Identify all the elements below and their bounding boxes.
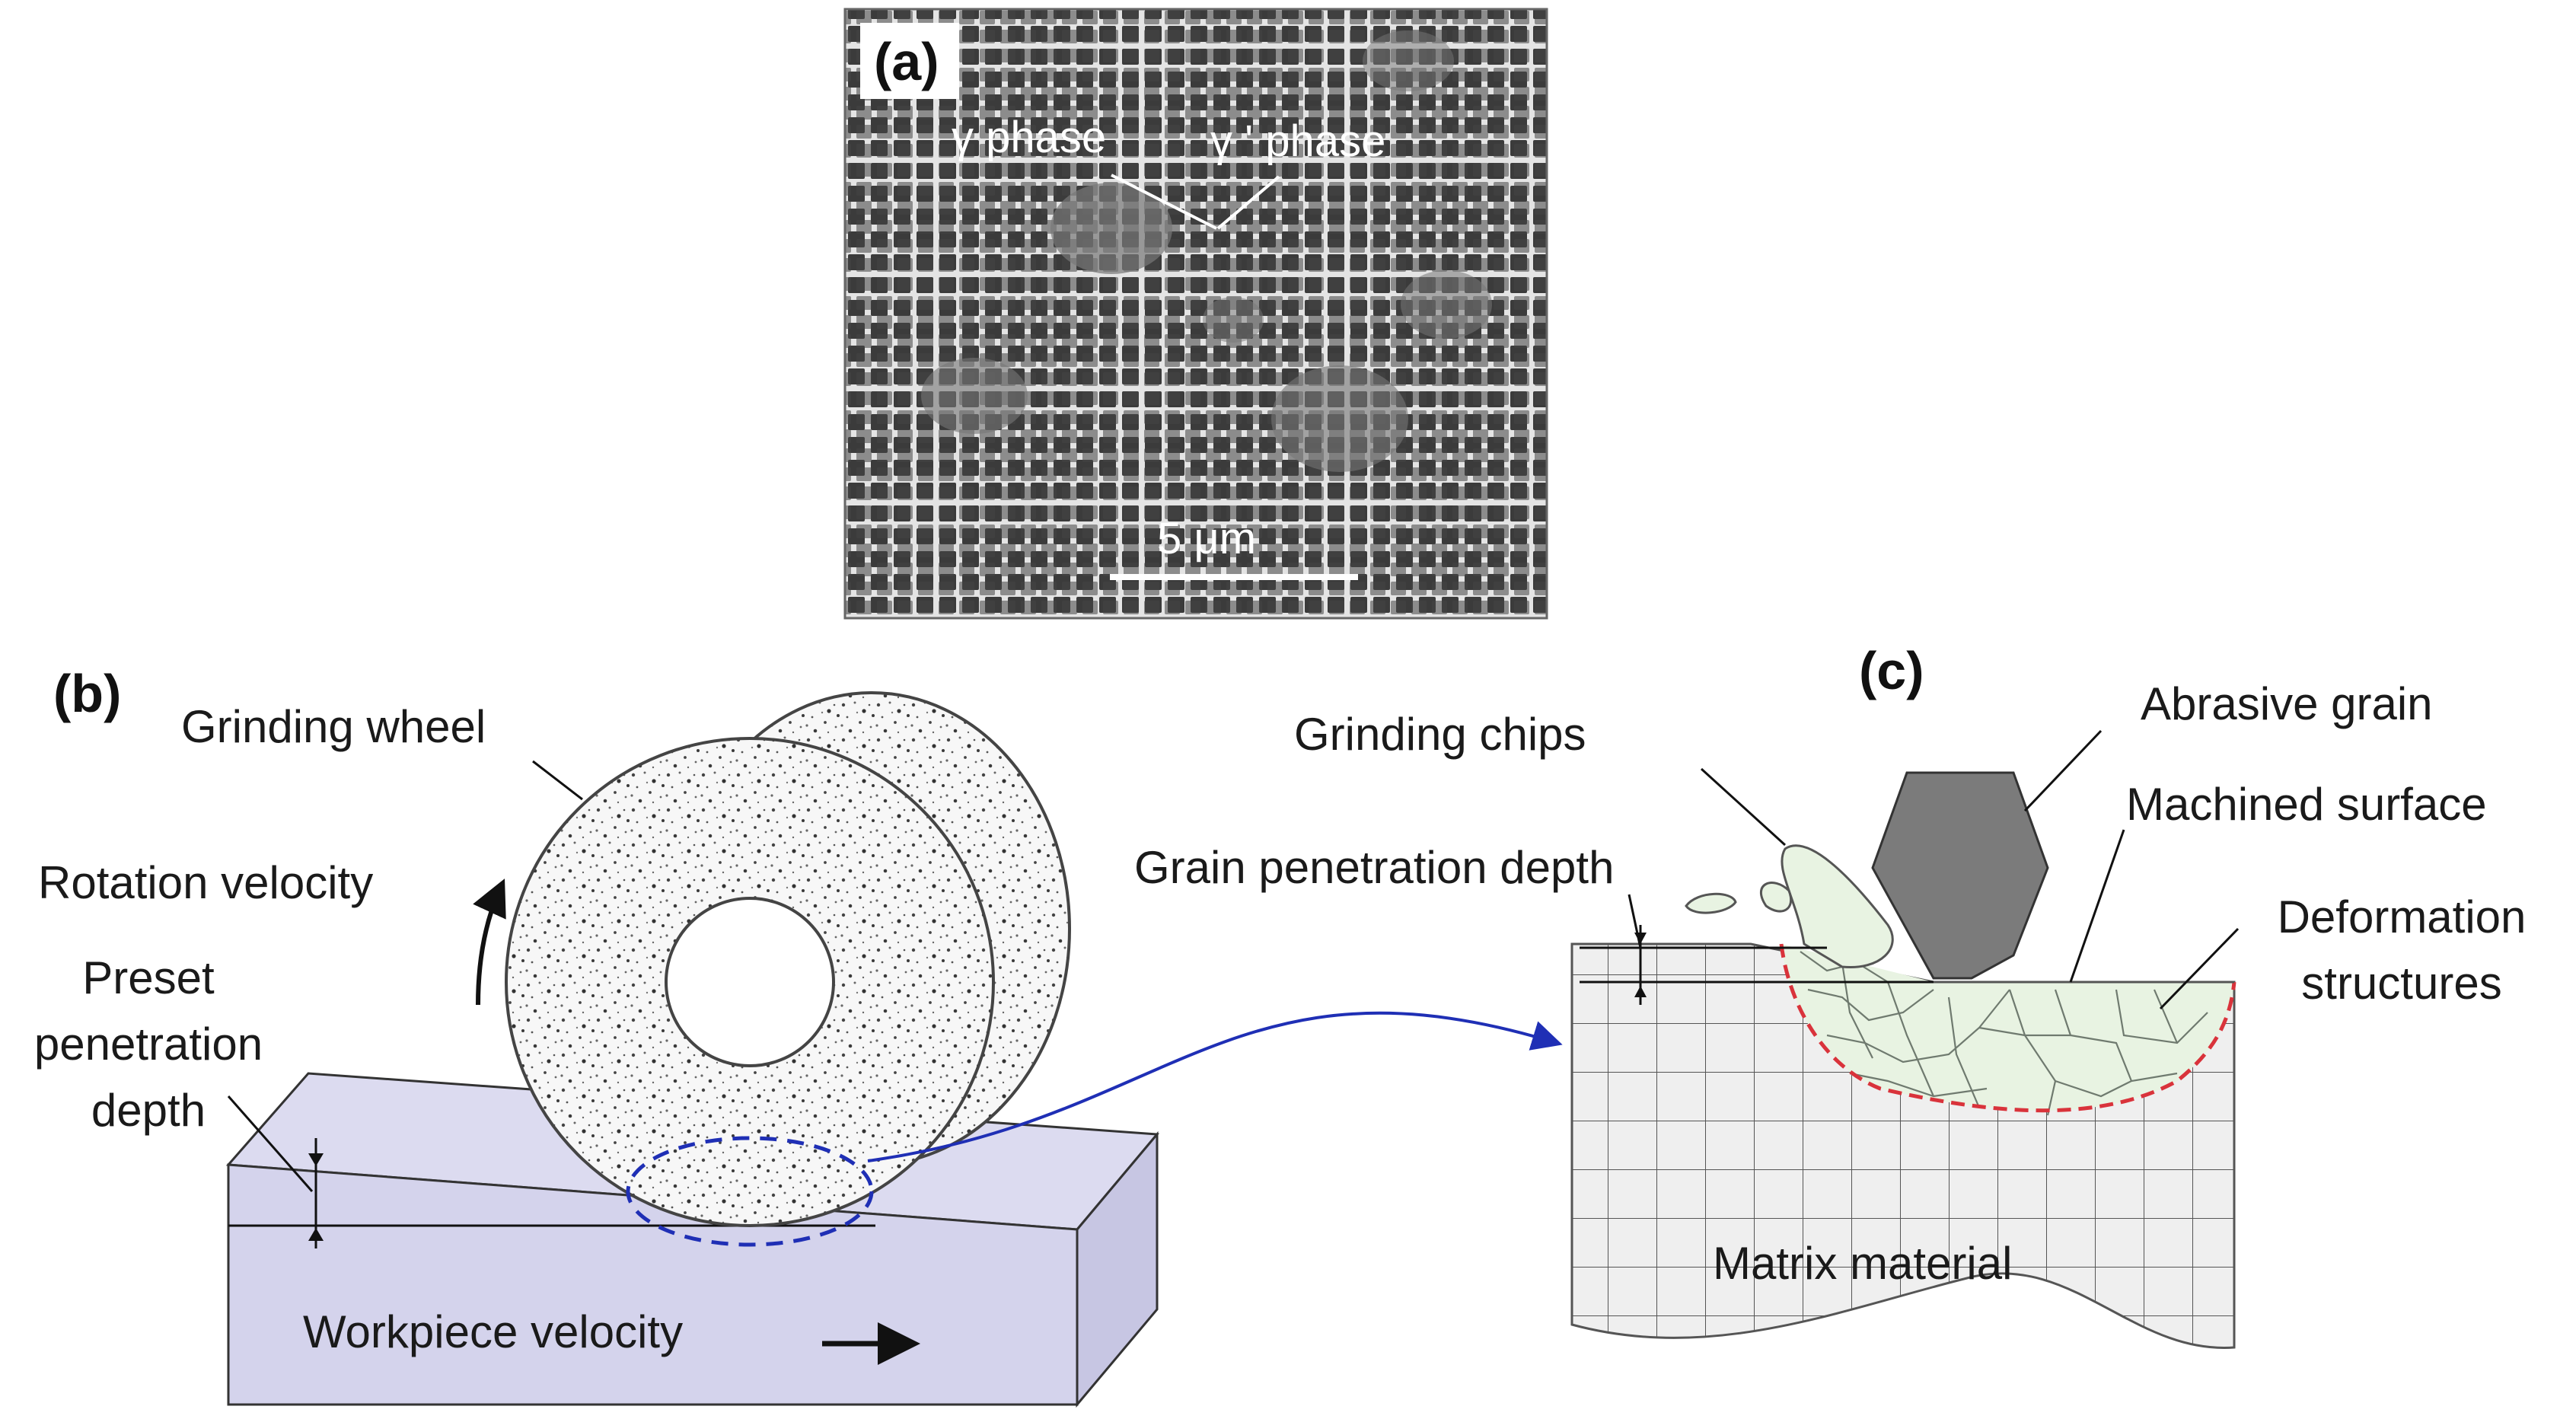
deformation-structures-leader [2159,927,2240,1010]
grain-penetration-leader [1628,894,1642,949]
workpiece-velocity-label: Workpiece velocity [303,1306,683,1357]
preset-penetration-depth-line-3: depth [91,1085,206,1136]
gamma-prime-leader-line [1216,175,1280,230]
gamma-leader-line [1111,174,1217,230]
scale-bar-label: 5 μm [1157,514,1256,563]
wheel-bore [665,897,835,1067]
grinding-chip-small-2 [1685,892,1737,914]
grinding-chip-small-1 [1760,882,1793,913]
panel-a-label: (a) [874,32,939,91]
deformation-zone [1781,944,2234,1111]
grinding-chip-main [1781,844,1894,969]
deformation-structures-line-1: Deformation [2278,891,2527,942]
grinding-setup: (b) Grinding wheel Rotation velocity Pre… [34,664,1160,1408]
panel-a-label-box [860,23,959,99]
grinding-wheel-label: Grinding wheel [181,701,486,752]
gamma-prime-phase-label: γ ' phase [1210,116,1385,166]
deformation-boundary [1779,943,2236,1113]
abrasive-grain-leader [2023,729,2103,812]
deformation-grains [1800,951,2208,1116]
matrix-material-label: Matrix material [1713,1238,2012,1289]
rotation-velocity-label: Rotation velocity [38,857,373,908]
preset-penetration-depth-line-2: penetration [34,1019,263,1070]
preset-penetration-depth-line-1: Preset [82,952,215,1003]
contact-zone-ellipse [626,1136,874,1247]
gamma-phase-label: γ phase [952,113,1106,162]
rotation-arrow [473,879,506,1006]
panel-c-label: (c) [1859,641,1924,700]
grain-detail: (c) [1134,641,2527,1349]
preset-depth-leader [227,1095,314,1192]
panel-b-label: (b) [53,664,121,723]
machined-surface-label: Machined surface [2126,779,2487,830]
sem-micrograph: (a) γ phase γ ' phase 5 μm [843,8,1548,620]
zoom-connector-arrow [867,1011,1563,1162]
deformation-structures-line-2: structures [2301,958,2501,1009]
grinding-wheel-leader [532,760,583,801]
machined-surface-leader [2069,829,2125,983]
grinding-chips-leader [1700,767,1787,847]
grinding-chips-label: Grinding chips [1294,709,1586,760]
abrasive-grain [1871,771,2049,980]
grain-penetration-depth-label: Grain penetration depth [1134,842,1614,893]
abrasive-grain-label: Abrasive grain [2141,678,2433,729]
